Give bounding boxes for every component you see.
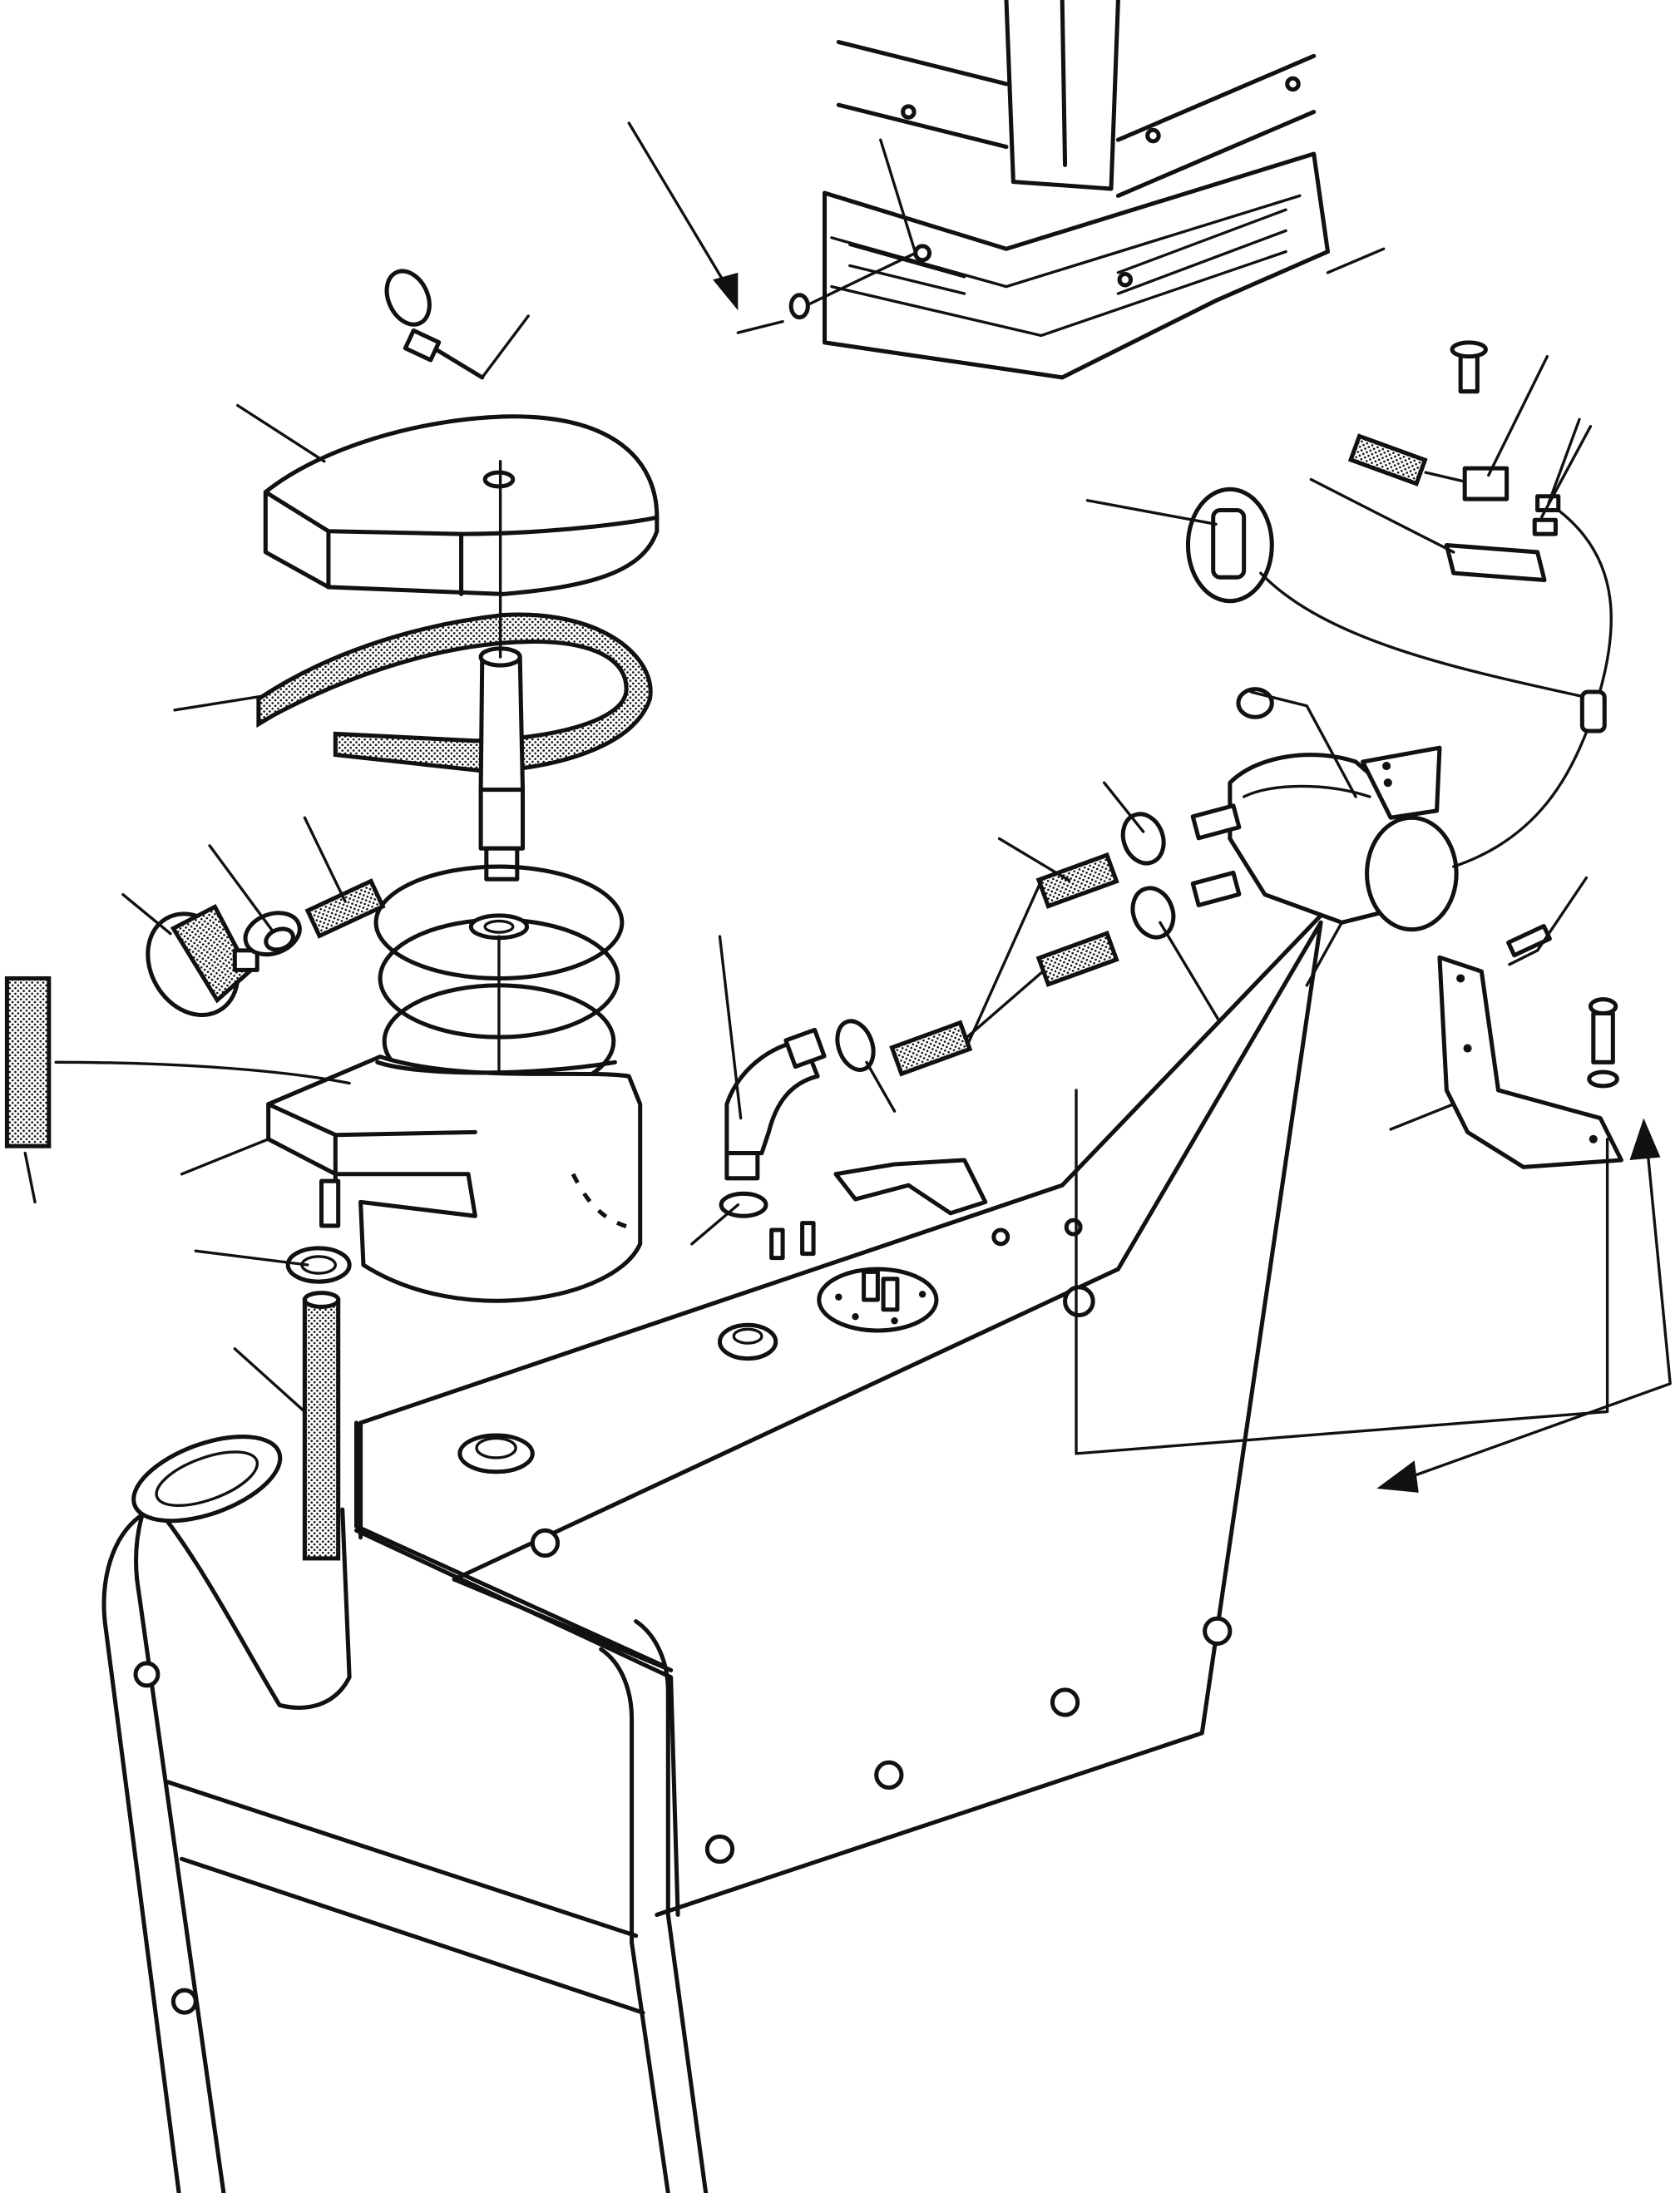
cover-gasket [256,612,653,774]
filter-shaft [478,460,526,882]
guard-screw [736,251,917,334]
filter-cover [263,414,660,596]
decal [4,975,52,1148]
knob [146,904,259,1017]
sender-unit [817,1267,939,1333]
hoses [302,852,1119,1561]
leader-lines [23,138,1609,1455]
filler-neck [131,1435,352,1710]
pull-pin [384,269,485,380]
pump-motor [1190,745,1459,932]
tank [101,913,1323,2193]
hose-clamps [243,812,1176,1284]
tank-bolts [133,1285,1233,2015]
corner-guard [822,0,1331,380]
elbow-fitting [724,1027,827,1181]
mounting-bracket [1437,924,1623,1169]
direction-arrows [627,121,1672,1493]
fuse [1185,487,1595,701]
connector [1347,340,1613,868]
filter-element [373,864,625,1169]
filter-housing [266,1055,643,1303]
